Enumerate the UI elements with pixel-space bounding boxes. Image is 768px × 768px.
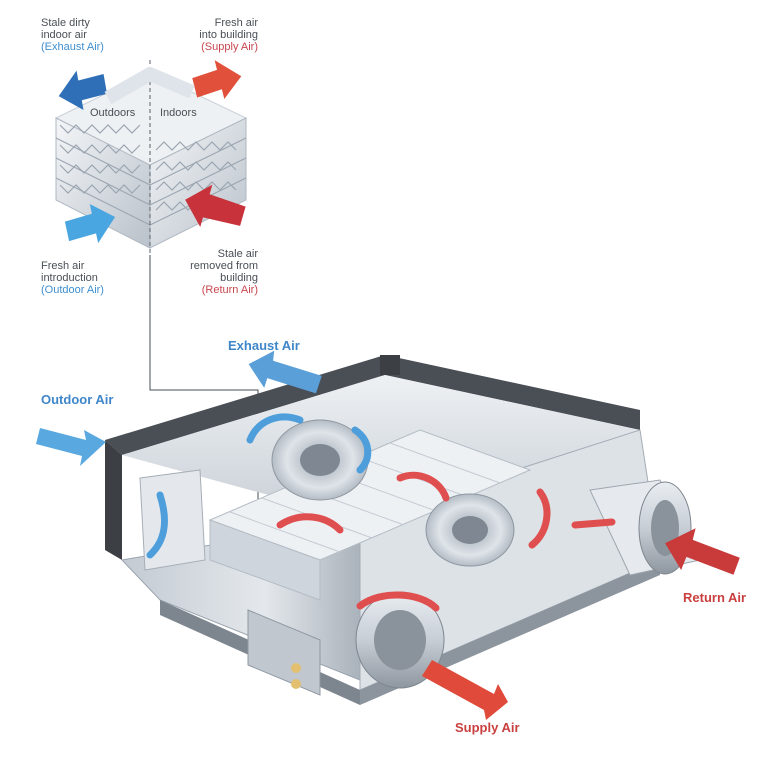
- inset-label-outdoor: Fresh air introduction (Outdoor Air): [41, 260, 104, 296]
- inset-label-outdoor-line-1: Fresh air: [41, 260, 85, 272]
- inset-label-return-line-2: removed from: [190, 260, 258, 272]
- inset-label-outdoor-line-2: introduction: [41, 272, 98, 284]
- inset-label-indoors: Indoors: [160, 107, 197, 119]
- inset-label-supply: Fresh air into building (Supply Air): [199, 17, 258, 53]
- exhaust-air-arrow: [248, 350, 322, 394]
- inset-return-arrow: [185, 184, 246, 227]
- inset-label-outdoor-tag: (Outdoor Air): [41, 284, 104, 296]
- return-air-arrow: [665, 528, 740, 575]
- inset-label-supply-line-2: into building: [199, 29, 258, 41]
- inset-outdoor-arrow: [64, 204, 116, 244]
- inset-label-supply-line-1: Fresh air: [214, 17, 258, 29]
- inset-label-return: Stale air removed from building (Return …: [190, 248, 258, 296]
- inset-exhaust-arrow: [58, 70, 108, 111]
- internal-flow-arrows: [146, 413, 616, 612]
- inset-label-return-tag: (Return Air): [201, 284, 258, 296]
- supply-air-arrow: [422, 660, 508, 720]
- inset-supply-arrow: [192, 60, 242, 99]
- inset-label-outdoors: Outdoors: [90, 107, 136, 119]
- inset-label-exhaust: Stale dirty indoor air (Exhaust Air): [41, 17, 104, 53]
- inset-label-exhaust-line-1: Stale dirty: [41, 17, 90, 29]
- outdoor-air-label: Outdoor Air: [41, 392, 114, 407]
- outdoor-air-arrow: [36, 428, 106, 466]
- inset-label-return-line-3: building: [220, 272, 258, 284]
- inset-label-supply-tag: (Supply Air): [201, 41, 258, 53]
- inset-label-return-line-1: Stale air: [217, 248, 258, 260]
- inset-label-exhaust-line-2: indoor air: [41, 29, 87, 41]
- return-air-label: Return Air: [683, 590, 747, 605]
- inset-flow-top: [104, 67, 195, 105]
- inset-label-exhaust-tag: (Exhaust Air): [41, 41, 104, 53]
- erv-unit: [105, 355, 701, 705]
- exhaust-air-label: Exhaust Air: [228, 338, 300, 353]
- supply-air-label: Supply Air: [455, 720, 520, 735]
